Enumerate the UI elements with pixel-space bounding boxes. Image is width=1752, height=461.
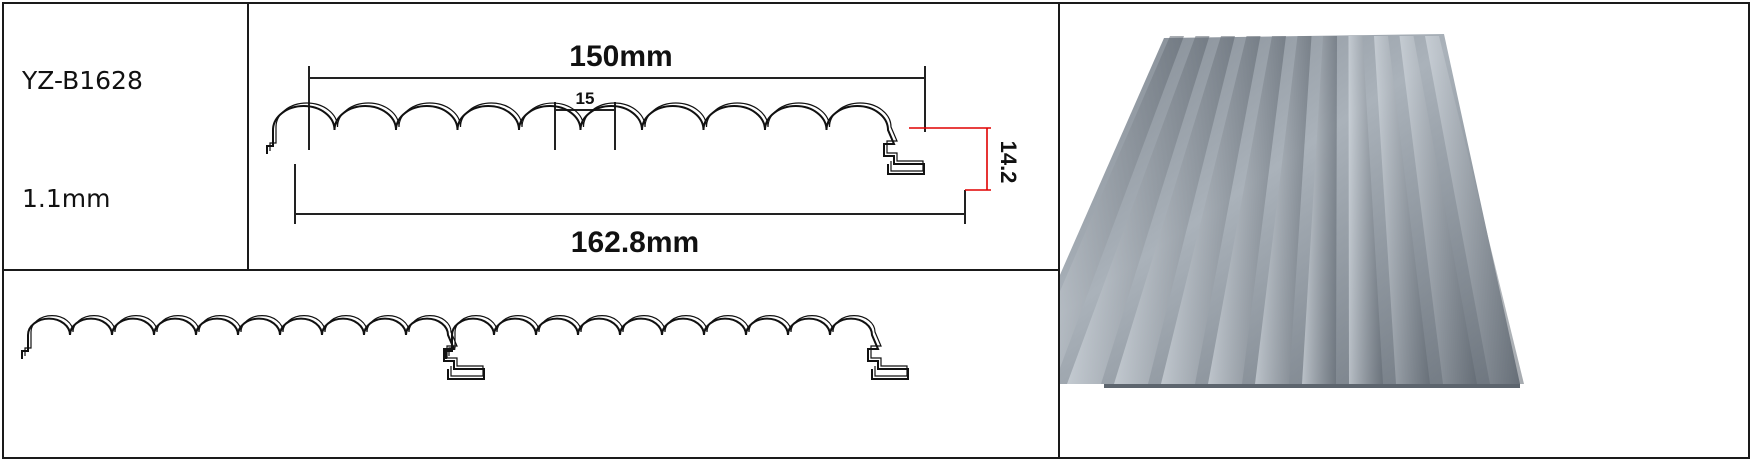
panel-ridge [1161, 36, 1261, 384]
divider-spec [247, 2, 249, 270]
panel-profile [266, 102, 925, 175]
panel-ridge [1114, 36, 1235, 384]
panel-ridges [1060, 36, 1524, 384]
panel-ridge [1255, 36, 1312, 384]
panel-ridge [1425, 36, 1524, 384]
dim-14-label: 14.2 [996, 141, 1021, 184]
panel-photo [1060, 34, 1524, 388]
divider-rows [2, 269, 1059, 271]
panel-inner-outline [448, 315, 908, 377]
model-number: YZ-B1628 [22, 66, 143, 95]
thickness-value: 1.1mm [22, 184, 111, 213]
dim-15-label: 15 [576, 89, 595, 108]
panel-ridge [1302, 36, 1337, 384]
divider-photo [1058, 2, 1060, 459]
panel-inner-outline [269, 102, 924, 172]
panel-ridge [1067, 36, 1210, 384]
panel-ridge [1060, 36, 1184, 368]
panel-outline [21, 317, 485, 380]
dim-162-label: 162.8mm [571, 226, 699, 259]
panel-outline [445, 317, 909, 380]
panel-inner-outline [24, 315, 484, 377]
panel-front-edge [1104, 384, 1520, 388]
panel-ridge [1208, 36, 1286, 384]
interlocked-panels [21, 315, 909, 380]
panel-outline [266, 105, 925, 175]
profile-drawing: 150mm 15 162.8mm 14.2 [266, 40, 1021, 259]
panel-ridge [1374, 36, 1430, 384]
panel-ridge [1348, 36, 1383, 384]
panel-ridge [1399, 36, 1477, 384]
dim-150-label: 150mm [569, 40, 672, 73]
joint-drawing [21, 315, 909, 380]
